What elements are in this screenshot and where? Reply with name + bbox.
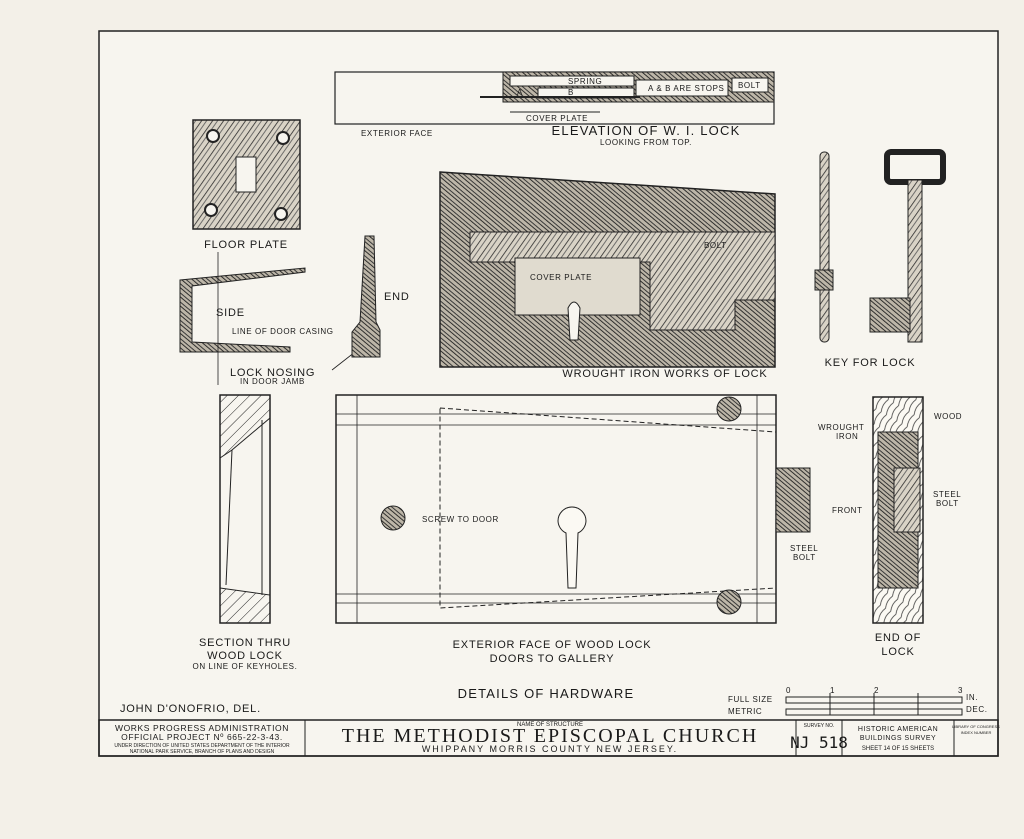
stop-b-label: B bbox=[568, 88, 574, 97]
end-label: END bbox=[384, 291, 410, 303]
elevation-title: ELEVATION OF W. I. LOCK bbox=[552, 123, 741, 138]
bolt-label: BOLT bbox=[704, 241, 727, 250]
details-title: DETAILS OF HARDWARE bbox=[458, 686, 635, 701]
key-drawing: KEY FOR LOCK bbox=[814, 149, 946, 369]
steel-bolt-label-1: STEEL bbox=[790, 544, 818, 553]
spring-label: SPRING bbox=[568, 77, 602, 86]
habs-label-1: HISTORIC AMERICAN bbox=[858, 726, 938, 733]
name-of-structure-label: NAME OF STRUCTURE bbox=[517, 722, 583, 728]
scale-in-label: IN. bbox=[966, 693, 978, 702]
project-label: OFFICIAL PROJECT Nº 665-22-3-43. bbox=[121, 732, 283, 742]
survey-number: NJ 518 bbox=[790, 733, 848, 752]
scale-tick-3: 3 bbox=[958, 686, 963, 695]
habs-label-2: BUILDINGS SURVEY bbox=[860, 735, 936, 742]
scale-tick-1: 1 bbox=[830, 686, 835, 695]
sheet-count: SHEET 14 OF 15 SHEETS bbox=[862, 746, 934, 752]
stop-a-label: A bbox=[517, 88, 523, 97]
wrought-iron-label-1: WROUGHT bbox=[818, 423, 864, 432]
metric-label: METRIC bbox=[728, 707, 762, 716]
scale-tick-2: 2 bbox=[874, 686, 879, 695]
lock-nosing-label: LOCK NOSING bbox=[230, 367, 315, 379]
section-thru-wood-lock: SECTION THRU WOOD LOCK ON LINE OF KEYHOL… bbox=[193, 394, 298, 671]
wrought-iron-works: BOLT COVER PLATE WROUGHT IRON WORKS OF L… bbox=[439, 171, 776, 380]
scale-bar: FULL SIZE METRIC 0 1 2 3 IN. DEC. bbox=[728, 686, 988, 716]
exterior-line1: EXTERIOR FACE OF WOOD LOCK bbox=[453, 639, 652, 651]
elevation-subtitle: LOOKING FROM TOP. bbox=[600, 138, 692, 147]
exterior-line2: DOORS TO GALLERY bbox=[490, 653, 615, 665]
under-direction-1: UNDER DIRECTION OF UNITED STATES DEPARTM… bbox=[114, 743, 290, 749]
bolt-label-top: BOLT bbox=[738, 81, 761, 90]
scale-tick-0: 0 bbox=[786, 686, 791, 695]
cover-plate-label-top: COVER PLATE bbox=[526, 114, 588, 123]
structure-location: WHIPPANY MORRIS COUNTY NEW JERSEY. bbox=[422, 744, 678, 754]
nosing-end-view: END bbox=[351, 235, 410, 358]
door-jamb-label: IN DOOR JAMB bbox=[240, 377, 305, 386]
lock-nosing-side: SIDE LINE OF DOOR CASING LOCK NOSING IN … bbox=[179, 252, 356, 386]
floor-plate-label: FLOOR PLATE bbox=[204, 239, 288, 251]
delineator: JOHN D'ONOFRIO, DEL. bbox=[120, 703, 261, 715]
wrought-caption: WROUGHT IRON WORKS OF LOCK bbox=[562, 368, 767, 380]
line-of-casing-label: LINE OF DOOR CASING bbox=[232, 327, 334, 336]
stops-note: A & B ARE STOPS bbox=[648, 84, 724, 93]
scale-dec-label: DEC. bbox=[966, 705, 988, 714]
floor-plate-drawing: FLOOR PLATE bbox=[192, 119, 301, 251]
structure-name: THE METHODIST EPISCOPAL CHURCH bbox=[342, 725, 759, 747]
side-label: SIDE bbox=[216, 307, 245, 319]
full-size-label: FULL SIZE bbox=[728, 695, 773, 704]
wood-label: WOOD bbox=[934, 412, 962, 421]
end-line1: END OF bbox=[875, 632, 921, 644]
under-direction-2: NATIONAL PARK SERVICE, BRANCH OF PLANS A… bbox=[130, 749, 275, 755]
section-line3: ON LINE OF KEYHOLES. bbox=[193, 662, 298, 671]
exterior-face-label: EXTERIOR FACE bbox=[361, 129, 433, 138]
end-of-lock: WROUGHT IRON WOOD FRONT STEEL BOLT END O… bbox=[818, 396, 962, 658]
survey-no-label: SURVEY NO. bbox=[804, 723, 835, 729]
section-line1: SECTION THRU bbox=[199, 637, 291, 649]
steel-label-2: BOLT bbox=[936, 499, 959, 508]
steel-label-1: STEEL bbox=[933, 490, 961, 499]
steel-bolt-label-2: BOLT bbox=[793, 553, 816, 562]
title-block: WORKS PROGRESS ADMINISTRATION OFFICIAL P… bbox=[98, 719, 1000, 757]
section-line2: WOOD LOCK bbox=[207, 650, 283, 662]
key-caption: KEY FOR LOCK bbox=[825, 357, 916, 369]
screw-to-door-label: SCREW TO DOOR bbox=[422, 515, 499, 524]
end-line2: LOCK bbox=[881, 646, 914, 658]
elevation-of-lock: SPRING A B A & B ARE STOPS BOLT COVER PL… bbox=[334, 71, 775, 147]
wpa-label: WORKS PROGRESS ADMINISTRATION bbox=[115, 723, 289, 733]
exterior-face-wood-lock: SCREW TO DOOR STEEL BOLT EXTERIOR FACE O… bbox=[335, 394, 818, 665]
front-label: FRONT bbox=[832, 506, 863, 515]
library-label-2: INDEX NUMBER bbox=[961, 730, 992, 735]
wrought-iron-label-2: IRON bbox=[836, 432, 858, 441]
cover-plate-label: COVER PLATE bbox=[530, 273, 592, 282]
library-label-1: LIBRARY OF CONGRESS bbox=[952, 724, 1000, 729]
